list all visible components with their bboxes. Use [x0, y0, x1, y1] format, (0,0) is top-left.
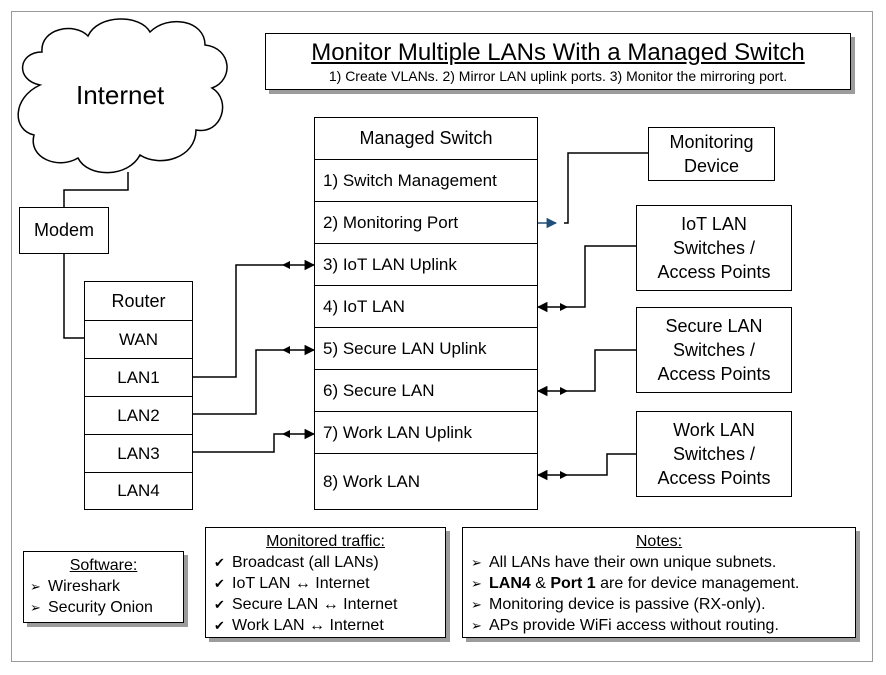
work-switches-line2: Switches / — [672, 444, 755, 464]
lan2-port5-link — [192, 344, 316, 415]
list-item: ➢Wireshark — [30, 578, 121, 595]
notes-heading: Notes: — [635, 533, 683, 550]
router-port-wan: WAN — [85, 320, 192, 358]
lan3-port7-link — [192, 428, 316, 453]
monitored-heading: Monitored traffic: — [266, 533, 385, 550]
arrow-bullet-icon: ➢ — [30, 600, 41, 615]
page-subtitle: 1) Create VLANs. 2) Mirror LAN uplink po… — [328, 68, 788, 84]
router-box: Router WAN LAN1 LAN2 LAN3 LAN4 — [84, 281, 193, 510]
iot-switches-box: IoT LAN Switches / Access Points — [636, 205, 792, 291]
secure-switches-line1: Secure LAN — [665, 316, 763, 336]
switch-port-6: 6) Secure LAN — [315, 369, 537, 411]
monitoring-device-box: Monitoring Device — [648, 127, 775, 181]
internet-cloud-shape — [17, 18, 228, 174]
modem-box: Modem — [19, 207, 109, 254]
arrowhead — [560, 303, 568, 311]
port6-secure-link — [536, 349, 636, 397]
list-item: ➢APs provide WiFi access without routing… — [471, 617, 779, 634]
work-switches-box: Work LAN Switches / Access Points — [636, 411, 792, 497]
software-box: Software: ➢Wireshark ➢Security Onion — [23, 551, 184, 623]
router-port-lan4: LAN4 — [85, 472, 192, 509]
list-item: ✔Broadcast (all LANs) — [214, 554, 379, 571]
iot-switches-line2: Switches / — [672, 238, 755, 258]
secure-switches-line2: Switches / — [672, 340, 755, 360]
list-item: ✔IoT LAN ↔ Internet — [214, 575, 370, 592]
checkmark-icon: ✔ — [214, 618, 225, 633]
arrowhead — [282, 430, 290, 438]
port4-iot-link — [536, 245, 636, 313]
switch-port-1: 1) Switch Management — [315, 159, 537, 201]
arrowhead — [560, 387, 568, 395]
arrow-bullet-icon: ➢ — [471, 555, 482, 570]
router-port-lan2: LAN2 — [85, 396, 192, 434]
router-port-lan1: LAN1 — [85, 358, 192, 396]
arrow-bullet-icon: ➢ — [30, 579, 41, 594]
switch-port-2: 2) Monitoring Port — [315, 201, 537, 243]
list-item: ✔Secure LAN ↔ Internet — [214, 596, 398, 613]
monitoring-device-line1: Monitoring — [669, 132, 754, 152]
modem-wan-link — [63, 253, 84, 339]
notes-box: Notes: ➢All LANs have their own unique s… — [462, 527, 856, 638]
checkmark-icon: ✔ — [214, 555, 225, 570]
secure-switches-box: Secure LAN Switches / Access Points — [636, 307, 792, 393]
page-title: Monitor Multiple LANs With a Managed Swi… — [311, 39, 805, 66]
list-item: ✔Work LAN ↔ Internet — [214, 617, 384, 634]
arrowhead — [282, 261, 290, 269]
port8-work-link — [536, 453, 636, 481]
switch-port-8: 8) Work LAN — [315, 453, 537, 509]
list-item: ➢All LANs have their own unique subnets. — [471, 554, 777, 571]
arrow-bullet-icon: ➢ — [471, 576, 482, 591]
list-item: ➢Security Onion — [30, 599, 153, 616]
switch-label: Managed Switch — [359, 128, 493, 148]
work-switches-line3: Access Points — [657, 468, 771, 488]
iot-switches-line3: Access Points — [657, 262, 771, 282]
managed-switch-box: Managed Switch 1) Switch Management 2) M… — [314, 117, 538, 510]
lan1-port3-link — [192, 259, 316, 378]
title-box: Monitor Multiple LANs With a Managed Swi… — [265, 33, 851, 90]
router-port-lan3: LAN3 — [85, 434, 192, 472]
arrow-bullet-icon: ➢ — [471, 597, 482, 612]
list-item: ➢Monitoring device is passive (RX-only). — [471, 596, 766, 613]
diagram-frame — [11, 11, 873, 662]
switch-port-5: 5) Secure LAN Uplink — [315, 327, 537, 369]
list-item: ➢LAN4 & Port 1 are for device management… — [471, 575, 800, 592]
arrowhead — [560, 471, 568, 479]
monitoring-device-line2: Device — [683, 156, 739, 176]
switch-port-3: 3) IoT LAN Uplink — [315, 243, 537, 285]
checkmark-icon: ✔ — [214, 597, 225, 612]
arrow-bullet-icon: ➢ — [471, 618, 482, 633]
work-switches-line1: Work LAN — [673, 420, 755, 440]
arrowhead — [282, 346, 290, 354]
router-label: Router — [111, 290, 166, 311]
checkmark-icon: ✔ — [214, 576, 225, 591]
software-heading: Software: — [69, 557, 138, 574]
monitored-traffic-box: Monitored traffic: ✔Broadcast (all LANs)… — [205, 527, 446, 638]
iot-switches-line1: IoT LAN — [681, 214, 747, 234]
internet-label: Internet — [76, 80, 165, 110]
switch-port-4: 4) IoT LAN — [315, 285, 537, 327]
modem-label: Modem — [33, 220, 95, 240]
monitor-device-link — [564, 152, 648, 224]
switch-port-7: 7) Work LAN Uplink — [315, 411, 537, 453]
secure-switches-line3: Access Points — [657, 364, 771, 384]
internet-modem-link — [63, 172, 129, 208]
